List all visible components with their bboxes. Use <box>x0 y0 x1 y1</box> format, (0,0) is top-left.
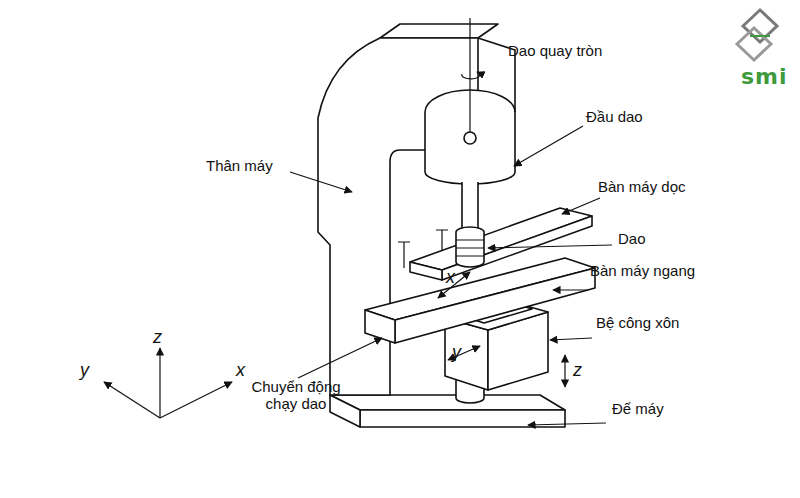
logo-mark <box>737 10 777 60</box>
axis-label: z <box>153 327 173 348</box>
cutter <box>456 227 484 267</box>
leader-line <box>488 245 612 248</box>
leader-line <box>514 126 583 166</box>
rotation-arrow <box>462 72 480 79</box>
axis-x <box>160 382 232 418</box>
logo-shape <box>737 28 771 60</box>
part-name: Dao quay tròn <box>508 42 648 59</box>
watermark-logo: smi <box>741 64 800 89</box>
part-name: Đầu dao <box>586 108 686 125</box>
axis-label: x <box>236 360 256 381</box>
spindle-axis <box>469 18 470 132</box>
axis-label: y <box>452 342 472 363</box>
part-name: Bàn máy dọc <box>598 178 728 195</box>
spindle <box>462 182 478 232</box>
axis-label: x <box>446 267 466 288</box>
axis-label: z <box>573 360 593 381</box>
table-end <box>365 310 395 343</box>
leader-line <box>553 289 588 290</box>
axis-y <box>104 382 160 418</box>
part-name: Bàn máy ngang <box>590 262 730 279</box>
base-side <box>330 395 360 427</box>
part-name: Bệ công xôn <box>596 314 726 331</box>
leader-line <box>550 338 592 340</box>
table-front <box>395 268 595 343</box>
logo-shape <box>743 10 777 42</box>
part-name: Thân máy <box>206 157 306 174</box>
part-name: Đế máy <box>612 400 712 417</box>
callout-text: Chuyển động chạy dao <box>236 378 356 413</box>
leader-line <box>298 338 382 378</box>
leader-line <box>528 423 606 425</box>
spindle-hole <box>464 132 476 144</box>
axis-z <box>159 348 160 418</box>
base-top <box>330 395 565 410</box>
dovetail-mark <box>398 230 448 268</box>
z-motion-arrow <box>564 355 565 387</box>
cutter-flutes <box>456 240 484 256</box>
logo-shape <box>750 35 770 37</box>
longitudinal-table-end <box>410 262 442 280</box>
leader-line <box>290 172 352 192</box>
column-top <box>380 24 498 38</box>
axis-label: y <box>80 360 100 381</box>
leader-line <box>562 198 600 214</box>
part-name: Dao <box>618 230 678 247</box>
